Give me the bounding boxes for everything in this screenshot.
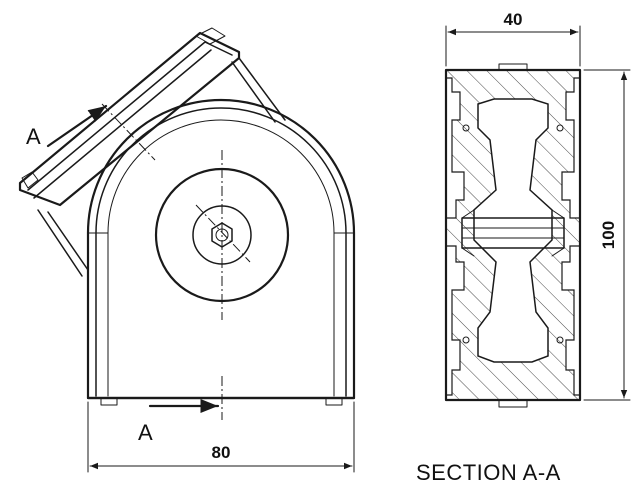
- bracket-body: [86, 98, 356, 406]
- section-title: SECTION A-A: [416, 460, 561, 485]
- section-letter-top: A: [26, 124, 41, 149]
- section-width-dimension-40: 40: [445, 10, 581, 67]
- section-block: [444, 63, 582, 408]
- section-height-dimension-100: 100: [583, 69, 631, 401]
- section-marker-top: A: [26, 104, 108, 149]
- section-marker-bottom: A: [138, 376, 223, 445]
- section-width-label: 40: [504, 10, 523, 29]
- width-dimension-label: 80: [212, 443, 231, 462]
- front-view: A A 80: [18, 27, 356, 473]
- section-letter-bottom: A: [138, 420, 153, 445]
- section-view: 40 100 SECTION A-A: [416, 10, 631, 485]
- section-height-label: 100: [599, 221, 618, 249]
- angled-profile: [18, 27, 286, 277]
- center-bolt: [154, 150, 290, 320]
- width-dimension-80: 80: [87, 401, 355, 473]
